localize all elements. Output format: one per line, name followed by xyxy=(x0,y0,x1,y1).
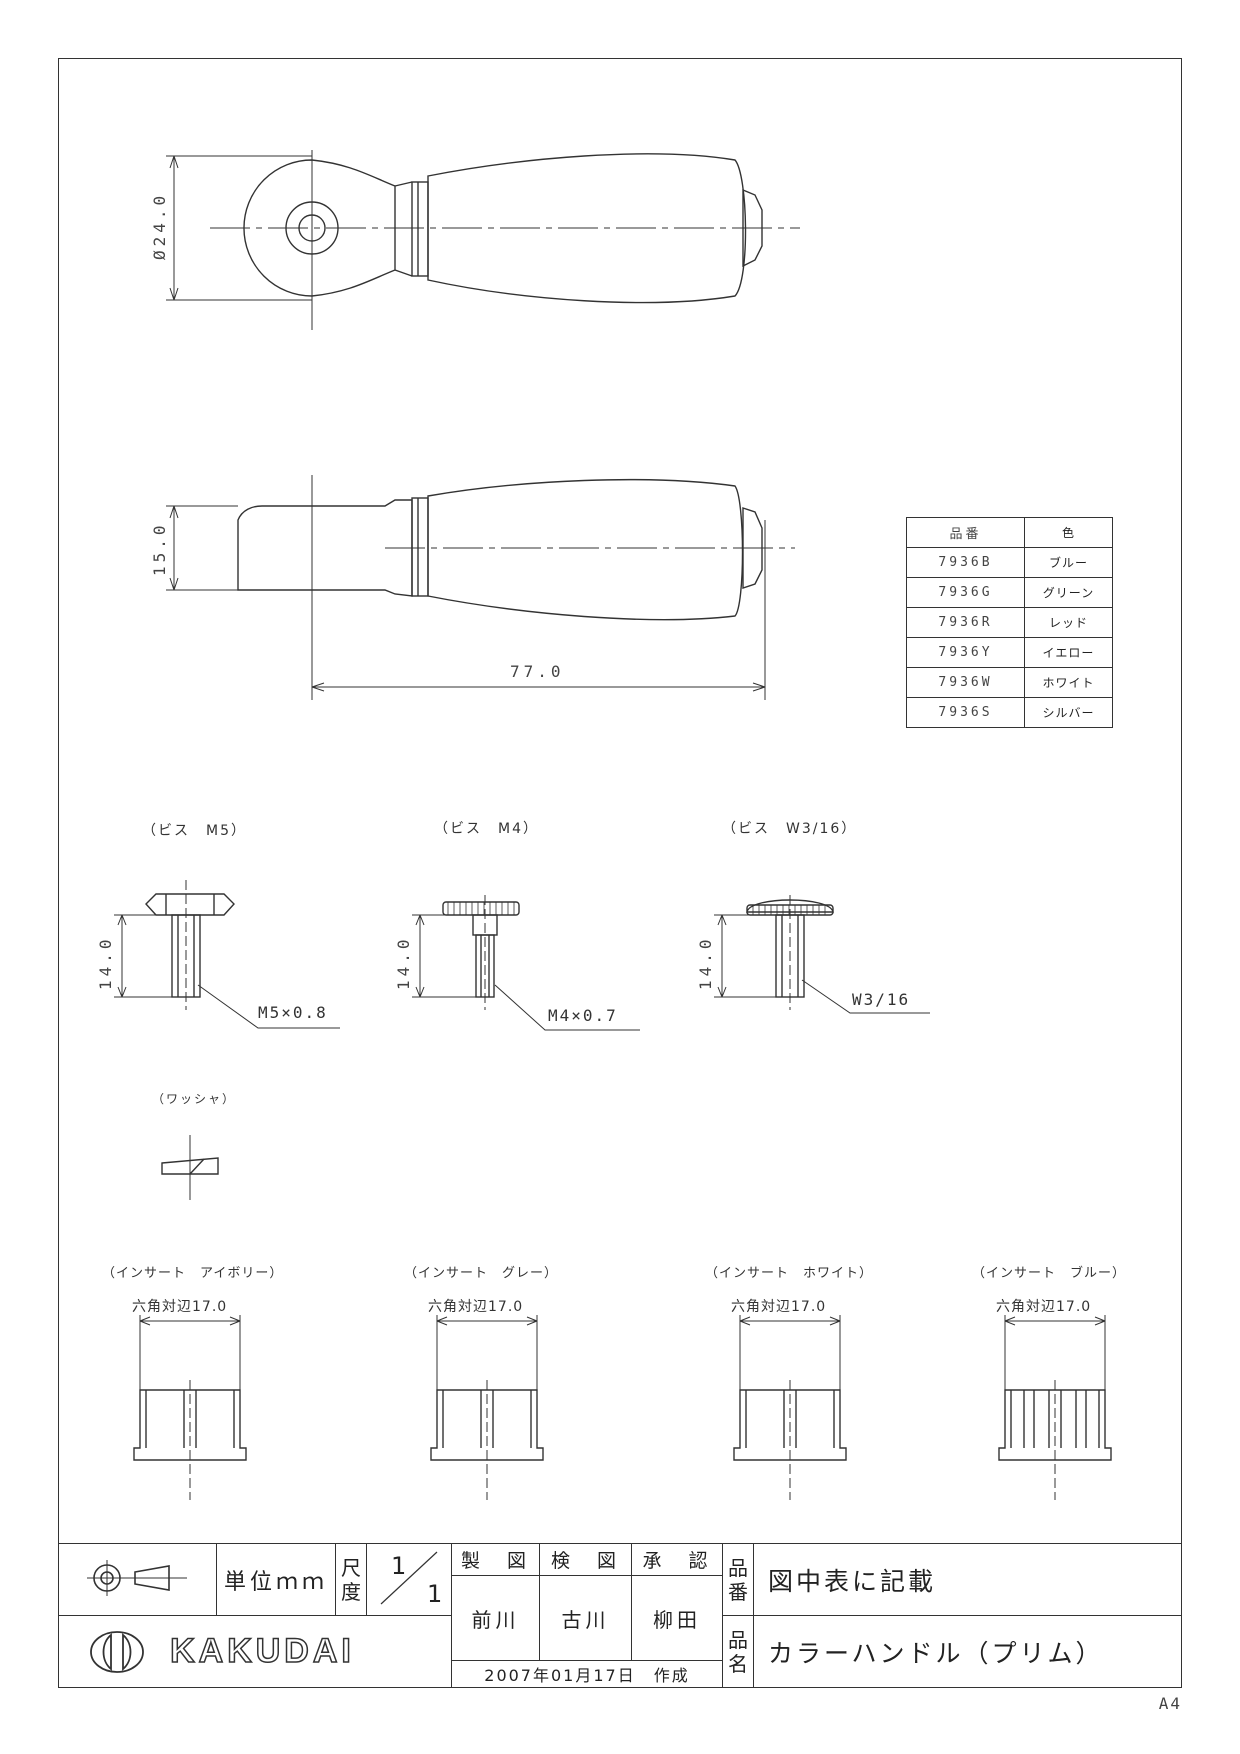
scale-numerator: 1 xyxy=(391,1552,407,1580)
projection-symbol xyxy=(58,1542,217,1617)
part-code: 7936Y xyxy=(906,637,1025,668)
part-code: 7936W xyxy=(906,667,1025,698)
scale-denominator: 1 xyxy=(427,1580,443,1608)
insert-white-hex: 六角対辺17.0 xyxy=(731,1299,827,1315)
part-color: ブルー xyxy=(1024,547,1113,578)
insert-gray-title: （インサート グレー） xyxy=(404,1266,559,1281)
diameter-dimension: Ø24.0 xyxy=(150,191,169,260)
paper-size: A4 xyxy=(1158,1694,1182,1713)
part-color: レッド xyxy=(1024,607,1113,638)
screw-w3-16-thread: W3/16 xyxy=(852,990,911,1009)
insert-gray xyxy=(430,1315,544,1500)
screw-m5 xyxy=(114,880,340,1029)
kakudai-logo-icon xyxy=(90,1630,144,1673)
part-color: グリーン xyxy=(1024,577,1113,608)
scale-value: 1 1 xyxy=(366,1542,452,1617)
insert-blue-title: （インサート ブルー） xyxy=(972,1266,1127,1281)
screw-m5-thread: M5×0.8 xyxy=(258,1003,328,1022)
screw-m4-title: （ビス M4） xyxy=(434,821,539,837)
creation-date: 2007年01月17日 作成 xyxy=(451,1659,723,1689)
approved-label: 承 認 xyxy=(631,1542,723,1577)
part-no-value: 図中表に記載 xyxy=(753,1542,1182,1617)
drawing-frame xyxy=(58,58,1182,1688)
company-name: KAKUDAI xyxy=(169,1631,355,1671)
screw-w3-16-length: 14.0 xyxy=(696,935,715,990)
screw-w3-16 xyxy=(714,895,930,1014)
insert-ivory-title: （インサート アイボリー） xyxy=(102,1266,284,1281)
scale-label: 尺度 xyxy=(335,1542,367,1617)
screw-m5-title: （ビス M5） xyxy=(142,823,247,839)
parts-header-color: 色 xyxy=(1024,517,1113,548)
part-code: 7936B xyxy=(906,547,1025,578)
part-no-label: 品番 xyxy=(722,1542,754,1617)
insert-gray-hex: 六角対辺17.0 xyxy=(428,1299,524,1315)
third-angle-projection-icon xyxy=(86,1559,187,1596)
screw-w3-16-title: （ビス W3/16） xyxy=(722,821,858,837)
part-color: シルバー xyxy=(1024,697,1113,728)
parts-header-code: 品番 xyxy=(906,517,1025,548)
handle-top-view xyxy=(166,150,800,330)
height-dimension: 15.0 xyxy=(150,521,169,576)
screw-m4-thread: M4×0.7 xyxy=(548,1006,618,1025)
insert-white-title: （インサート ホワイト） xyxy=(705,1266,874,1281)
approved-by: 柳田 xyxy=(631,1575,723,1661)
washer xyxy=(161,1135,219,1200)
title-block: 単位ｍｍ 尺度 1 1 製 図 検 図 承 認 品番 図中表に記載 前川 古川 … xyxy=(58,1542,1182,1689)
insert-blue-hex: 六角対辺17.0 xyxy=(996,1299,1092,1315)
part-color: ホワイト xyxy=(1024,667,1113,698)
company-logo: KAKUDAI xyxy=(58,1615,452,1688)
screw-m5-length: 14.0 xyxy=(96,935,115,990)
checked-by: 古川 xyxy=(539,1575,632,1661)
drawn-by: 前川 xyxy=(451,1575,540,1661)
length-dimension: 77.0 xyxy=(510,662,565,681)
part-color: イエロー xyxy=(1024,637,1113,668)
part-code: 7936G xyxy=(906,577,1025,608)
drawn-label: 製 図 xyxy=(451,1542,540,1577)
screw-m4-length: 14.0 xyxy=(394,935,413,990)
insert-blue xyxy=(998,1315,1112,1500)
part-code: 7936R xyxy=(906,607,1025,638)
part-name-value: カラーハンドル（プリム） xyxy=(753,1615,1182,1688)
checked-label: 検 図 xyxy=(539,1542,632,1577)
handle-side-view xyxy=(166,475,795,700)
insert-ivory-hex: 六角対辺17.0 xyxy=(132,1299,228,1315)
scale-slash xyxy=(380,1551,438,1605)
insert-ivory xyxy=(133,1315,247,1500)
unit-label: 単位ｍｍ xyxy=(216,1542,336,1617)
insert-white xyxy=(733,1315,847,1500)
part-name-label: 品名 xyxy=(722,1615,754,1688)
washer-title: （ワッシャ） xyxy=(152,1092,237,1106)
screw-m4 xyxy=(412,895,640,1031)
part-code: 7936S xyxy=(906,697,1025,728)
